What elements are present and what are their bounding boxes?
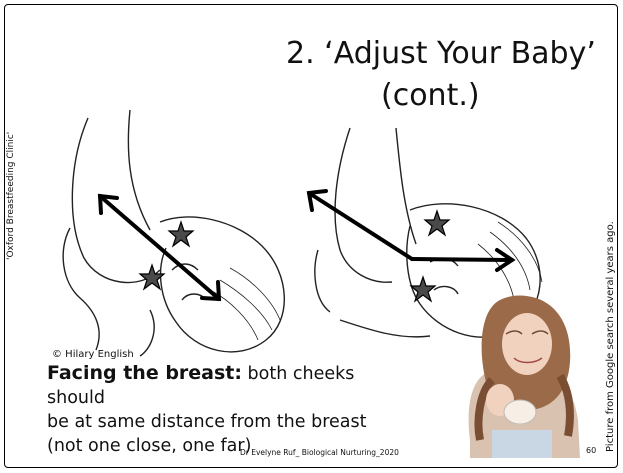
copyright-credit: © Hilary English [52, 349, 134, 360]
star-markers [140, 211, 449, 301]
slide-title: 2. ‘Adjust Your Baby’ [286, 36, 596, 71]
caption-line2: be at same distance from the breast [47, 412, 366, 432]
slide-title-cont: (cont.) [381, 78, 480, 113]
left-arrow [100, 196, 219, 299]
right-arrows [309, 191, 512, 270]
star-icon [169, 222, 193, 246]
caption-line3: (not one close, one far) [47, 436, 251, 456]
star-icon [425, 211, 449, 235]
right-image-credit: Picture from Google search several years… [605, 221, 616, 452]
caption-bold: Facing the breast: [47, 362, 242, 384]
left-image-credit: 'Oxford Breastfeeding Clinic' [6, 132, 16, 260]
star-icon [411, 277, 435, 301]
slide-footer: Dr Evelyne Ruf_ Biological Nurturing_202… [240, 448, 399, 457]
page-number: 60 [586, 446, 596, 455]
caption: Facing the breast: both cheeks should be… [47, 361, 407, 458]
woman-photo [469, 296, 580, 458]
